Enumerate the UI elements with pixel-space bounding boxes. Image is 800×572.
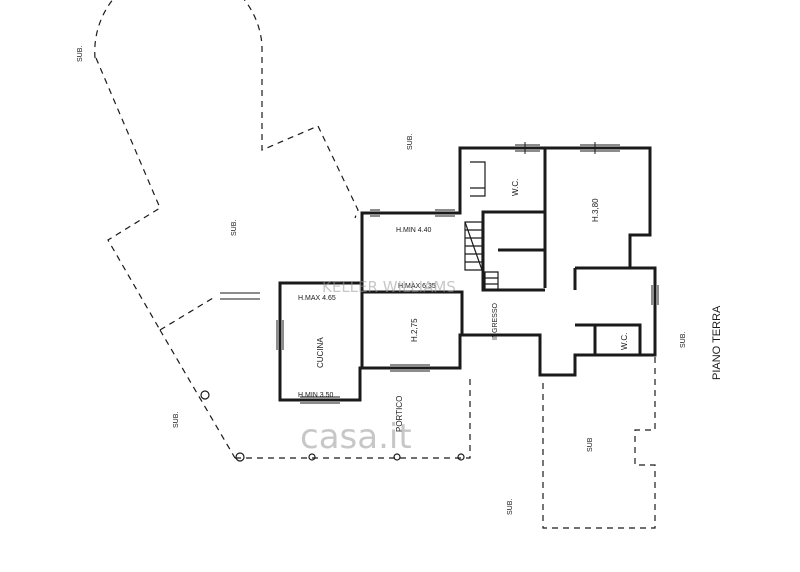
- label-hmin350: H.MIN 3.50: [298, 392, 334, 399]
- label-sub-bottom: SUB.: [507, 499, 514, 515]
- label-hmax465: H.MAX 4.65: [298, 295, 336, 302]
- label-cucina: CUCINA: [316, 337, 325, 368]
- watermark-keller: KELLER WILLIAMS: [322, 278, 456, 296]
- wc-fixture: [470, 161, 486, 197]
- interior-walls: [360, 148, 642, 368]
- bottom-dashed-boundary: [235, 375, 471, 459]
- label-sub-big-right: SUB: [587, 437, 594, 452]
- label-sub-right: SUB.: [680, 332, 687, 348]
- outer-dashed-boundary: [94, 0, 359, 331]
- label-hmax635: H.MAX 6.35: [398, 283, 436, 290]
- columns: [200, 390, 465, 462]
- label-ingresso: INGRESSO: [492, 302, 499, 340]
- label-h275: H.2,75: [410, 318, 419, 342]
- label-h380: H.3,80: [591, 198, 600, 222]
- label-wc-bottom: W.C.: [620, 333, 629, 350]
- label-wc-top: W.C.: [511, 179, 520, 196]
- window-marks: [220, 142, 659, 404]
- label-sub-left: SUB.: [173, 412, 180, 428]
- label-hmin440: H.MIN 4.40: [396, 227, 432, 234]
- label-portico: PORTICO: [395, 396, 404, 432]
- stairs: [464, 221, 499, 291]
- right-dashed-area: [542, 345, 656, 529]
- main-walls: [278, 146, 657, 402]
- label-sub-semicircle: SUB.: [231, 220, 238, 236]
- left-dashed-boundary: [159, 297, 236, 459]
- label-sub-top-center: SUB.: [407, 134, 414, 150]
- watermark-casa: casa.it: [300, 417, 412, 457]
- label-sub-top-left: SUB.: [77, 46, 84, 62]
- label-piano-terra: PIANO TERRA: [711, 305, 723, 380]
